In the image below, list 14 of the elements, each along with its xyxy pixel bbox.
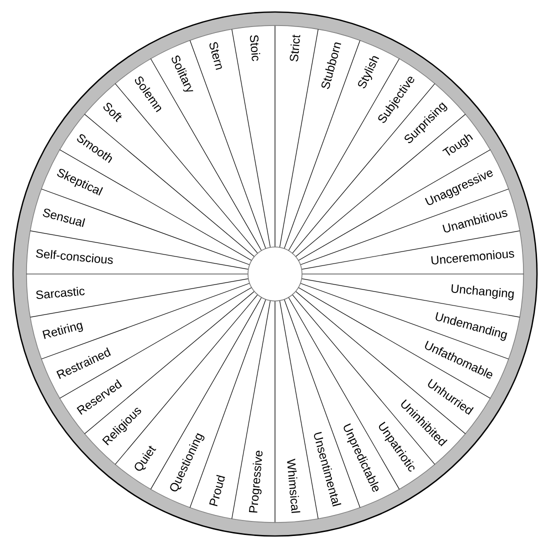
wheel-label: Stoic [250, 35, 260, 62]
wheel-label: Proud [209, 474, 226, 506]
wheel-label: Progressive [249, 450, 263, 513]
wheel-label: Strict [290, 34, 300, 62]
wheel-label: Stubborn [322, 42, 342, 89]
wheel-label: Self-conscious [36, 249, 113, 264]
wheel-label: Sensual [42, 208, 86, 227]
wheel-label: Soft [103, 102, 122, 122]
wheel-label: Whimsical [287, 458, 300, 513]
wheel-label: Stern [210, 42, 222, 70]
wheel-label: Sarcastic [36, 286, 85, 299]
wheel-label: Unchanging [451, 284, 514, 300]
wheel-label: Unceremonious [431, 250, 514, 264]
wheel-label: Retiring [42, 322, 83, 339]
